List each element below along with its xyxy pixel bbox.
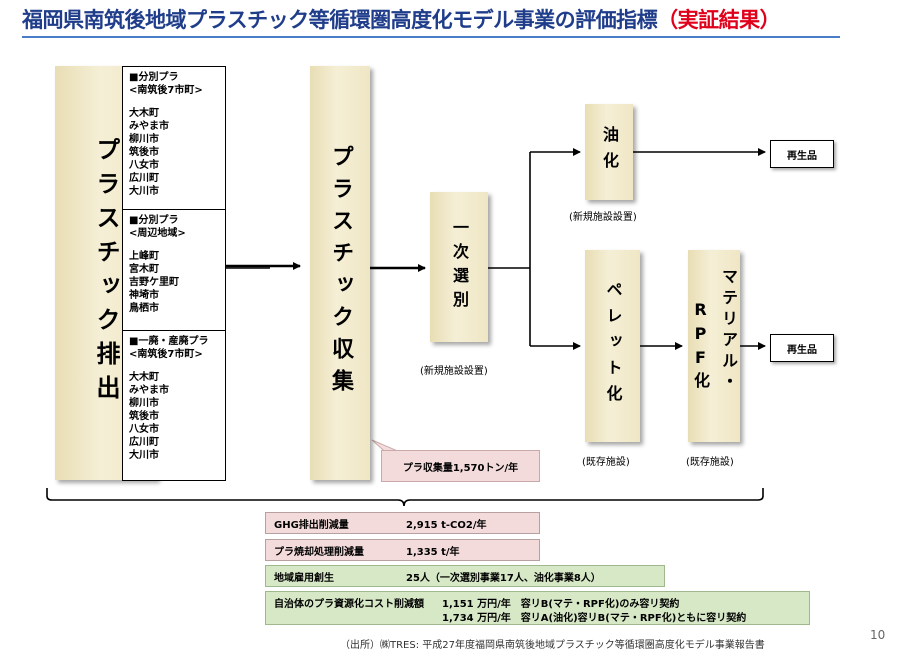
collection-box: プラスチック収集 — [310, 66, 370, 480]
product-top-label: 再生品 — [787, 150, 817, 162]
metric-ghg: GHG排出削減量 2,915 t-CO2/年 — [265, 512, 540, 534]
source-group-3-header: ■一廃・産廃プラ — [129, 336, 209, 347]
town-item: 柳川市 — [129, 134, 159, 145]
sorting-box: 一次選別 — [430, 192, 488, 342]
collection-label: プラスチック収集 — [328, 145, 353, 401]
pellet-caption: (既存施設) — [582, 457, 630, 468]
town-item: みやま市 — [129, 121, 169, 132]
metric-cost-label: 自治体のプラ資源化コスト削減額 — [274, 599, 424, 610]
metric-incineration-value: 1,335 t/年 — [406, 546, 460, 558]
source-group-1-region: <南筑後7市町> — [129, 85, 203, 96]
metric-employment-value: 25人（一次選別事業17人、油化事業8人） — [406, 572, 601, 584]
page-number: 10 — [870, 628, 886, 642]
metric-cost-value-1: 1,151 万円/年 容リB(マテ・RPF化)のみ容リ契約 — [442, 599, 680, 610]
source-group-3: ■一廃・産廃プラ <南筑後7市町> 大木町 みやま市 柳川市 筑後市 八女市 広… — [122, 330, 226, 481]
town-item: 上峰町 — [129, 251, 159, 262]
town-item: 鳥栖市 — [129, 303, 159, 314]
source-note: （出所）㈱TRES: 平成27年度福岡県南筑後地域プラスチック等循環圏高度化モデ… — [340, 640, 765, 651]
source-group-3-region: <南筑後7市町> — [129, 349, 203, 360]
town-item: 八女市 — [129, 160, 159, 171]
summary-brace — [46, 488, 764, 507]
page-title: 福岡県南筑後地域プラスチック等循環圏高度化モデル事業の評価指標（実証結果） — [22, 4, 781, 34]
rpf-label-line1: マテリアル・ — [719, 268, 738, 394]
title-accent: （実証結果） — [657, 8, 781, 32]
source-group-2-region: <周辺地域> — [129, 228, 186, 239]
source-group-2-header: ■分別プラ — [129, 215, 179, 226]
oil-label: 油化 — [600, 126, 619, 178]
town-item: 広川町 — [129, 173, 159, 184]
source-group-1-header: ■分別プラ — [129, 72, 179, 83]
metric-ghg-value: 2,915 t-CO2/年 — [406, 519, 487, 531]
town-item: 大川市 — [129, 450, 159, 461]
sorting-label: 一次選別 — [450, 219, 469, 315]
metric-incineration-label: プラ焼却処理削減量 — [274, 546, 364, 558]
source-group-2: ■分別プラ <周辺地域> 上峰町 宮木町 吉野ケ里町 神埼市 鳥栖市 — [122, 209, 226, 331]
town-item: 大木町 — [129, 372, 159, 383]
metric-ghg-label: GHG排出削減量 — [274, 519, 349, 531]
sources-panel: ■分別プラ <南筑後7市町> 大木町 みやま市 柳川市 筑後市 八女市 広川町 … — [122, 66, 226, 481]
oil-caption: (新規施設設置) — [569, 212, 637, 223]
collection-amount-box: プラ収集量1,570トン/年 — [381, 450, 540, 482]
town-item: 柳川市 — [129, 398, 159, 409]
sorting-caption: (新規施設設置) — [420, 366, 488, 377]
rpf-caption: (既存施設) — [686, 457, 734, 468]
town-item: 八女市 — [129, 424, 159, 435]
title-main: 福岡県南筑後地域プラスチック等循環圏高度化モデル事業の評価指標 — [22, 8, 658, 32]
pellet-label: ペレット化 — [603, 281, 623, 411]
metric-cost-reduction: 自治体のプラ資源化コスト削減額 1,151 万円/年 容リB(マテ・RPF化)の… — [265, 591, 810, 625]
product-box-top: 再生品 — [770, 140, 834, 168]
town-item: 大川市 — [129, 186, 159, 197]
town-item: 筑後市 — [129, 411, 159, 422]
metric-employment-label: 地域雇用創生 — [274, 572, 334, 584]
metric-cost-value-2: 1,734 万円/年 容リA(油化)容リB(マテ・RPF化)ともに容リ契約 — [442, 613, 747, 624]
rpf-box: マテリアル・ RPF化 — [688, 250, 740, 442]
collection-amount-label: プラ収集量1,570トン/年 — [402, 462, 519, 474]
discharge-label: プラスチック排出 — [92, 137, 120, 409]
title-underline — [22, 36, 840, 38]
source-group-1: ■分別プラ <南筑後7市町> 大木町 みやま市 柳川市 筑後市 八女市 広川町 … — [122, 66, 226, 210]
metric-employment: 地域雇用創生 25人（一次選別事業17人、油化事業8人） — [265, 565, 665, 587]
town-item: 大木町 — [129, 108, 159, 119]
town-item: みやま市 — [129, 385, 169, 396]
town-item: 神埼市 — [129, 290, 159, 301]
oil-box: 油化 — [585, 104, 633, 200]
town-item: 広川町 — [129, 437, 159, 448]
product-box-bottom: 再生品 — [770, 334, 834, 362]
metric-incineration: プラ焼却処理削減量 1,335 t/年 — [265, 539, 540, 561]
rpf-label-line2: RPF化 — [691, 300, 710, 393]
town-item: 吉野ケ里町 — [129, 277, 179, 288]
product-bottom-label: 再生品 — [787, 344, 817, 356]
town-item: 筑後市 — [129, 147, 159, 158]
pellet-box: ペレット化 — [585, 250, 640, 442]
town-item: 宮木町 — [129, 264, 159, 275]
